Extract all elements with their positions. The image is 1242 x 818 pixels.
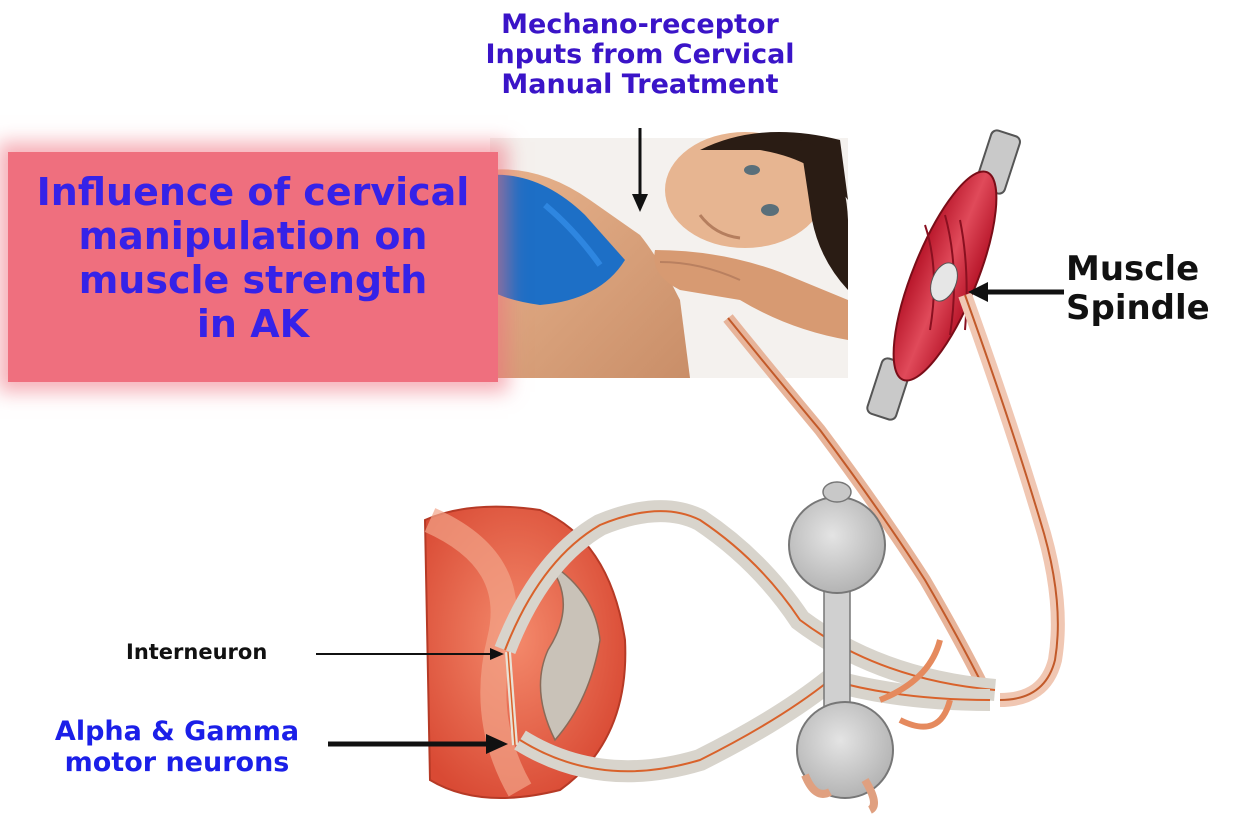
title-line-1: Influence of cervical <box>8 170 498 214</box>
mechanoreceptor-line-1: Mechano-receptor <box>430 10 850 40</box>
ganglia <box>789 482 893 810</box>
title-line-3: muscle strength <box>8 258 498 302</box>
spindle-line-1: Muscle <box>1066 250 1210 289</box>
spindle-line-2: Spindle <box>1066 289 1210 328</box>
title-line-4: in AK <box>8 302 498 346</box>
patient-photo <box>490 132 848 378</box>
mechanoreceptor-line-2: Inputs from Cervical <box>430 40 850 70</box>
title-text: Influence of cervical manipulation on mu… <box>8 170 498 346</box>
mechanoreceptor-line-3: Manual Treatment <box>430 70 850 100</box>
motor-line-1: Alpha & Gamma <box>22 716 332 747</box>
motor-line-2: motor neurons <box>22 747 332 778</box>
interneuron-label: Interneuron <box>126 641 267 665</box>
mechanoreceptor-label: Mechano-receptor Inputs from Cervical Ma… <box>430 10 850 101</box>
title-line-2: manipulation on <box>8 214 498 258</box>
muscle-spindle-label: Muscle Spindle <box>1066 250 1210 328</box>
spindle-nerve <box>965 295 1058 700</box>
motor-neurons-label: Alpha & Gamma motor neurons <box>22 716 332 779</box>
